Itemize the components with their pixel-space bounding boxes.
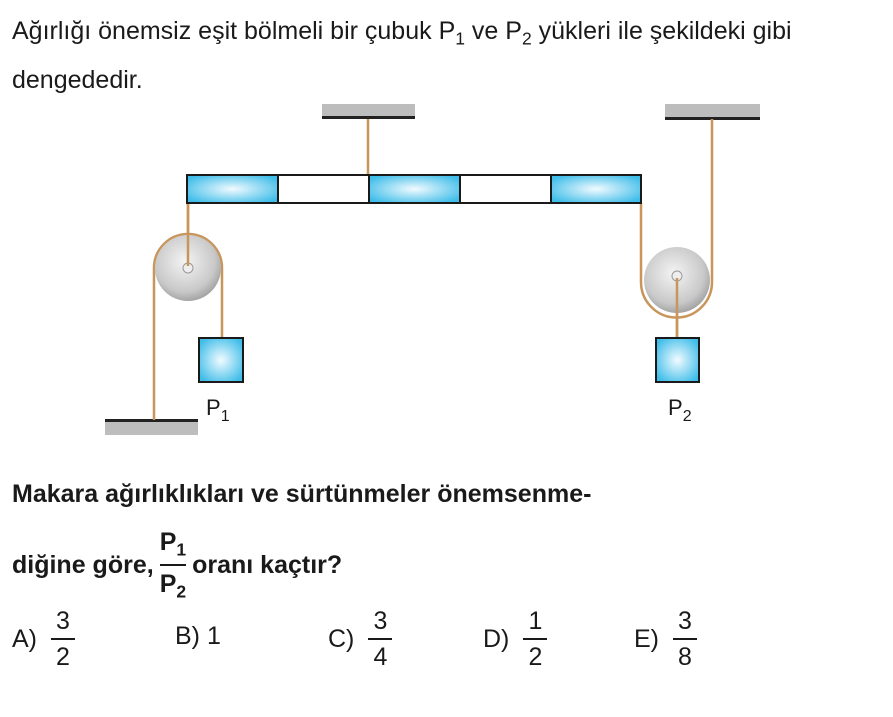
question-text: oranı kaçtır?: [192, 550, 343, 579]
ceiling-right: [665, 104, 760, 120]
den-p: P: [159, 570, 177, 599]
ceiling-center: [322, 104, 415, 119]
option-label: A): [12, 624, 37, 653]
option-label: D): [483, 624, 510, 653]
subscript: 2: [176, 581, 187, 602]
numerator: 1: [528, 607, 543, 635]
intro-text: yükleri ile şekildeki gibi dengededir.: [12, 17, 792, 95]
fraction-bar: [51, 638, 75, 640]
floor-left: [105, 419, 198, 435]
fraction-bar: [673, 638, 697, 640]
label-p2: P2: [668, 395, 692, 425]
option-label: B) 1: [175, 622, 221, 650]
intro-text: Ağırlığı önemsiz eşit bölmeli bir çubuk …: [12, 17, 456, 45]
fraction-bar: [159, 564, 187, 567]
denominator: 8: [678, 643, 692, 671]
option-b[interactable]: B) 1: [175, 622, 221, 651]
fraction-bar: [368, 638, 393, 640]
numerator: P1: [160, 528, 186, 560]
option-c[interactable]: C) 3 4: [328, 608, 398, 670]
question-text: diğine göre,: [12, 550, 154, 579]
subscript: 1: [455, 28, 465, 49]
denominator: P2: [160, 570, 186, 602]
num-p: P: [159, 528, 177, 556]
denominator: 4: [373, 643, 388, 671]
weight-p2: [655, 337, 700, 383]
pulley-right: [644, 247, 710, 338]
intro-text: ve P: [464, 17, 522, 45]
question-line-1: Makara ağırlıklıkları ve sürtünmeler öne…: [12, 480, 592, 508]
label-p1: P1: [206, 395, 230, 425]
option-e[interactable]: E) 3 8: [634, 608, 703, 670]
denominator: 2: [528, 643, 543, 671]
option-d[interactable]: D) 1 2: [483, 608, 553, 670]
question-line-2: diğine göre, P1 P2 oranı kaçtır?: [12, 528, 342, 603]
problem-statement: Ağırlığı önemsiz eşit bölmeli bir çubuk …: [12, 10, 882, 101]
numerator: 3: [373, 607, 388, 635]
option-a[interactable]: A) 3 2: [12, 608, 81, 670]
ratio-fraction: P1 P2: [159, 528, 187, 603]
pulley-left: [155, 203, 221, 301]
denominator: 2: [56, 643, 70, 671]
fraction-bar: [523, 638, 548, 640]
numerator: 3: [56, 607, 70, 635]
subscript: 2: [521, 28, 532, 49]
rod: [186, 174, 642, 204]
weight-p1: [198, 337, 244, 383]
subscript: 1: [176, 539, 187, 560]
numerator: 3: [678, 607, 692, 635]
option-label: E): [634, 624, 659, 653]
option-label: C): [328, 624, 355, 653]
